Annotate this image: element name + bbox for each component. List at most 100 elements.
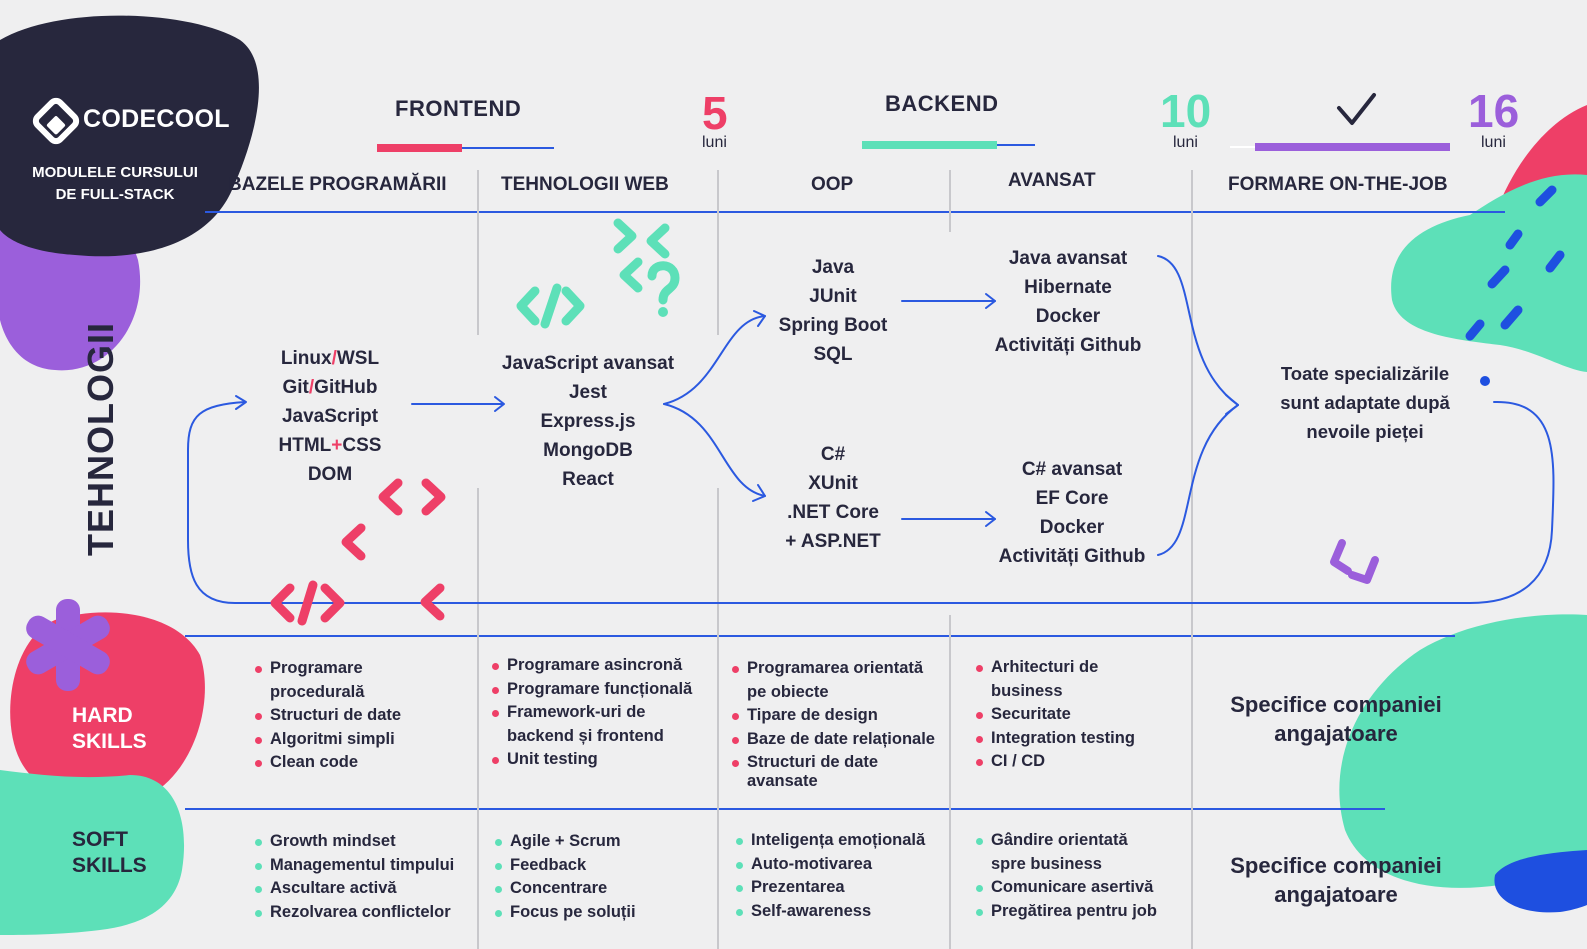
skill-item: Managementul timpului	[254, 854, 454, 878]
skill-item: Structuri de date	[254, 704, 401, 728]
tech-item: DOM	[230, 460, 430, 489]
tech-item: Activități Github	[998, 546, 1146, 567]
soft-skills-job: Specifice companiei angajatoare	[1196, 851, 1476, 909]
soft-skills-advanced: Gândire orientată spre business Comunica…	[975, 829, 1157, 923]
mint-blob-right-top	[1391, 174, 1587, 372]
tech-item: SQL	[813, 344, 853, 365]
skill-item-continued: spre business	[991, 854, 1102, 873]
skill-item-continued: pe obiecte	[747, 682, 829, 701]
tech-basics-list: Linux/WSL Git/GitHub JavaScript HTML+CSS…	[230, 344, 430, 489]
skill-item: Prezentarea	[735, 876, 925, 900]
skill-item: Integration testing	[975, 727, 1135, 751]
flow-arrows	[187, 255, 1555, 604]
tech-item: C#	[820, 444, 846, 465]
tech-job-line: Toate specializările	[1280, 363, 1450, 384]
skill-item: CI / CD	[975, 750, 1135, 774]
spec-line: angajatoare	[1274, 721, 1398, 746]
tech-java-list: Java JUnit Spring Boot SQL	[763, 253, 903, 369]
spec-line: angajatoare	[1274, 882, 1398, 907]
skill-item-continued: avansate	[747, 771, 818, 790]
column-header: BAZELE PROGRAMĂRII	[228, 174, 447, 195]
tech-item-text: CSS	[342, 435, 382, 456]
chevrons-pink-icon	[341, 478, 446, 621]
tech-web-list: JavaScript avansat Jest Express.js Mongo…	[488, 349, 688, 494]
skill-item: Self-awareness	[735, 900, 925, 924]
spec-line: Specifice companiei	[1230, 853, 1442, 878]
skill-item: Framework-uri de	[491, 701, 692, 725]
check-icon	[1337, 93, 1376, 125]
course-subtitle: MODULELE CURSULUI DE FULL-STACK	[10, 162, 220, 206]
skill-item-continued: business	[991, 681, 1063, 700]
duration-16: 16	[1468, 85, 1520, 137]
duration-10: 10	[1160, 85, 1212, 137]
skill-item: Agile + Scrum	[494, 830, 636, 854]
tech-item: Jest	[568, 382, 608, 403]
column-header: FORMARE ON-THE-JOB	[1228, 174, 1448, 195]
skill-item: Rezolvarea conflictelor	[254, 901, 454, 925]
tech-job-note: Toate specializările sunt adaptate după …	[1255, 359, 1475, 446]
duration-unit: luni	[1173, 134, 1198, 151]
tech-separator: +	[331, 435, 343, 456]
tech-item: XUnit	[808, 473, 858, 494]
tech-item-text: Linux	[280, 348, 332, 369]
codecool-logo-icon	[32, 97, 80, 145]
mint-blob-soft	[0, 770, 185, 935]
skill-item: Arhitecturi de	[975, 656, 1135, 680]
tech-item: Java avansat	[1008, 248, 1128, 269]
loop-path	[187, 400, 1555, 604]
course-subtitle-line: DE FULL-STACK	[55, 186, 175, 203]
tech-job-line: sunt adaptate după	[1280, 392, 1450, 413]
soft-skills-web: Agile + Scrum Feedback Concentrare Focus…	[494, 830, 636, 924]
soft-skills-oop: Inteligența emoțională Auto-motivarea Pr…	[735, 829, 925, 923]
tech-item: C# avansat	[1021, 459, 1123, 480]
tech-item-text: WSL	[336, 348, 380, 369]
skill-item: Securitate	[975, 703, 1135, 727]
tech-item: + ASP.NET	[785, 531, 881, 552]
tech-item: Docker	[1039, 517, 1105, 538]
skill-item: Algoritmi simpli	[254, 728, 401, 752]
skill-item: Programare funcțională	[491, 678, 692, 702]
duration-unit: luni	[702, 134, 727, 151]
skill-item: Pregătirea pentru job	[975, 900, 1157, 924]
tech-item-text: DOM	[307, 464, 353, 485]
logo-wordmark: CODECOOL	[83, 105, 230, 133]
hard-skills-basics: Programare procedurală Structuri de date…	[254, 657, 401, 775]
skill-item: Focus pe soluții	[494, 901, 636, 925]
tech-item: JUnit	[809, 286, 857, 307]
skill-item: Baze de date relaționale	[731, 728, 935, 752]
frontend-bar	[377, 144, 462, 152]
soft-skills-label: SOFT SKILLS	[72, 827, 147, 879]
dot-icon	[1480, 376, 1490, 386]
tech-item-text: GitHub	[314, 377, 378, 398]
column-header: TEHNOLOGII WEB	[501, 174, 669, 195]
hard-skills-web: Programare asincronă Programare funcțion…	[491, 654, 692, 772]
tech-csharp-advanced-list: C# avansat EF Core Docker Activități Git…	[982, 455, 1162, 571]
tech-item: .NET Core	[787, 502, 879, 523]
hard-skills-label-line: HARD	[72, 704, 133, 727]
backend-bar	[862, 141, 997, 149]
chevrons-mint-icon	[613, 218, 680, 305]
skill-item: Inteligența emoțională	[735, 829, 925, 853]
skill-item: Structuri de date	[731, 751, 935, 775]
tech-item: JavaScript avansat	[501, 353, 675, 374]
tech-csharp-list: C# XUnit .NET Core + ASP.NET	[763, 440, 903, 556]
skill-item: Comunicare asertivă	[975, 876, 1157, 900]
mint-blob-right-bottom	[1339, 614, 1587, 888]
course-subtitle-line: MODULELE CURSULUI	[32, 164, 198, 181]
skill-item: Gândire orientată	[975, 829, 1157, 853]
tech-item: HTML+CSS	[230, 431, 430, 460]
job-bar	[1255, 143, 1450, 151]
tech-item: Linux/WSL	[230, 344, 430, 373]
skill-item: Feedback	[494, 854, 636, 878]
tech-item: Java	[811, 257, 855, 278]
tech-label: TEHNOLOGII	[80, 322, 121, 556]
skill-item: Growth mindset	[254, 830, 454, 854]
skill-item: Programare asincronă	[491, 654, 692, 678]
duration-5: 5	[702, 87, 728, 139]
tech-item: Docker	[1035, 306, 1101, 327]
skill-item: Ascultare activă	[254, 877, 454, 901]
skill-item-continued: procedurală	[270, 682, 365, 701]
blue-blob-right-bottom	[1494, 850, 1587, 913]
